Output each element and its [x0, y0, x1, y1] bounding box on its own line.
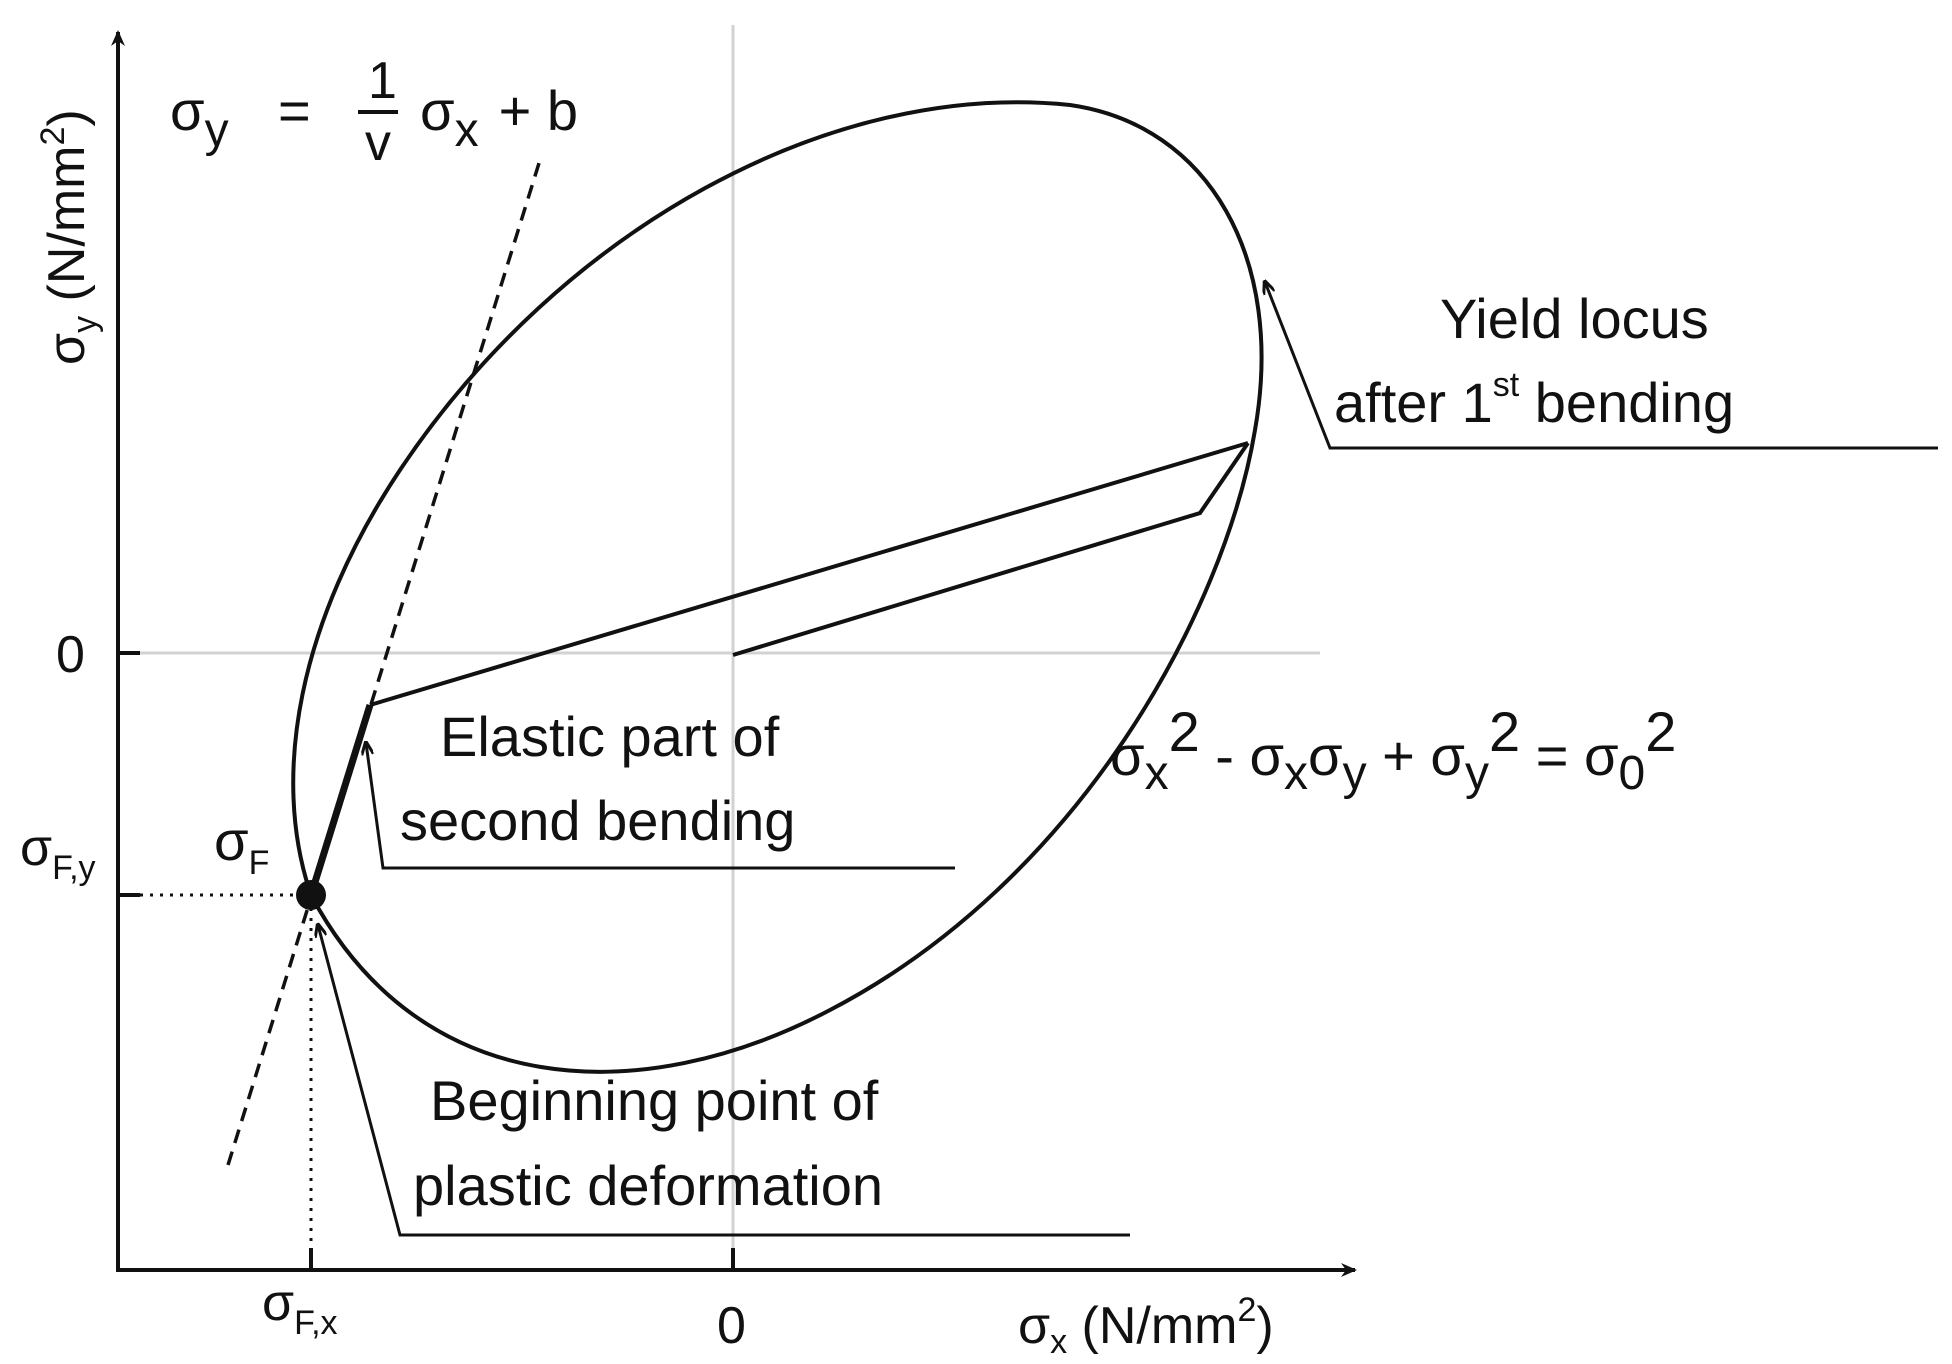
yield-locus-annotation-line1: Yield locus	[1440, 287, 1709, 350]
plastic-annotation-line1: Beginning point of	[430, 1069, 879, 1132]
svg-text:1: 1	[368, 52, 397, 110]
x-axis-label: σx (N/mm2)	[1018, 1291, 1274, 1361]
sigma-f-label: σF	[214, 809, 269, 882]
yield-locus-annotation-line2: after 1st bending	[1334, 366, 1734, 434]
elastic-callout-leader	[366, 743, 955, 870]
plastic-callout-leader	[318, 925, 1130, 1237]
yield-locus-ellipse	[291, 100, 1264, 1074]
svg-text:=: =	[278, 79, 311, 142]
svg-text:σx+ b: σx+ b	[420, 79, 578, 157]
yield-locus-callout-leader	[1265, 282, 1938, 450]
elastic-annotation-line2: second bending	[400, 789, 795, 852]
y-axis-label: σy (N/mm2)	[34, 109, 104, 365]
y-tick-fy-label: σF,y	[20, 819, 96, 887]
unloading-path-lower	[732, 441, 1250, 657]
line-equation: σy = 1 v σx+ b	[170, 52, 578, 172]
loading-path-upper	[369, 441, 1249, 707]
plastic-annotation-line2: plastic deformation	[413, 1154, 883, 1217]
elastic-segment-second-bending	[307, 703, 374, 897]
dashed-line-elastic-slope	[226, 159, 542, 1166]
yield-criterion-equation: σx2 - σxσy + σy2 = σ02	[1110, 700, 1676, 800]
svg-text:σy: σy	[170, 79, 229, 157]
y-tick-zero-label: 0	[56, 626, 85, 684]
x-tick-fx-label: σF,x	[262, 1274, 338, 1342]
x-tick-zero-label: 0	[717, 1297, 746, 1355]
sigma-f-point	[296, 880, 326, 910]
elastic-annotation-line1: Elastic part of	[440, 705, 780, 768]
svg-text:v: v	[365, 114, 391, 172]
